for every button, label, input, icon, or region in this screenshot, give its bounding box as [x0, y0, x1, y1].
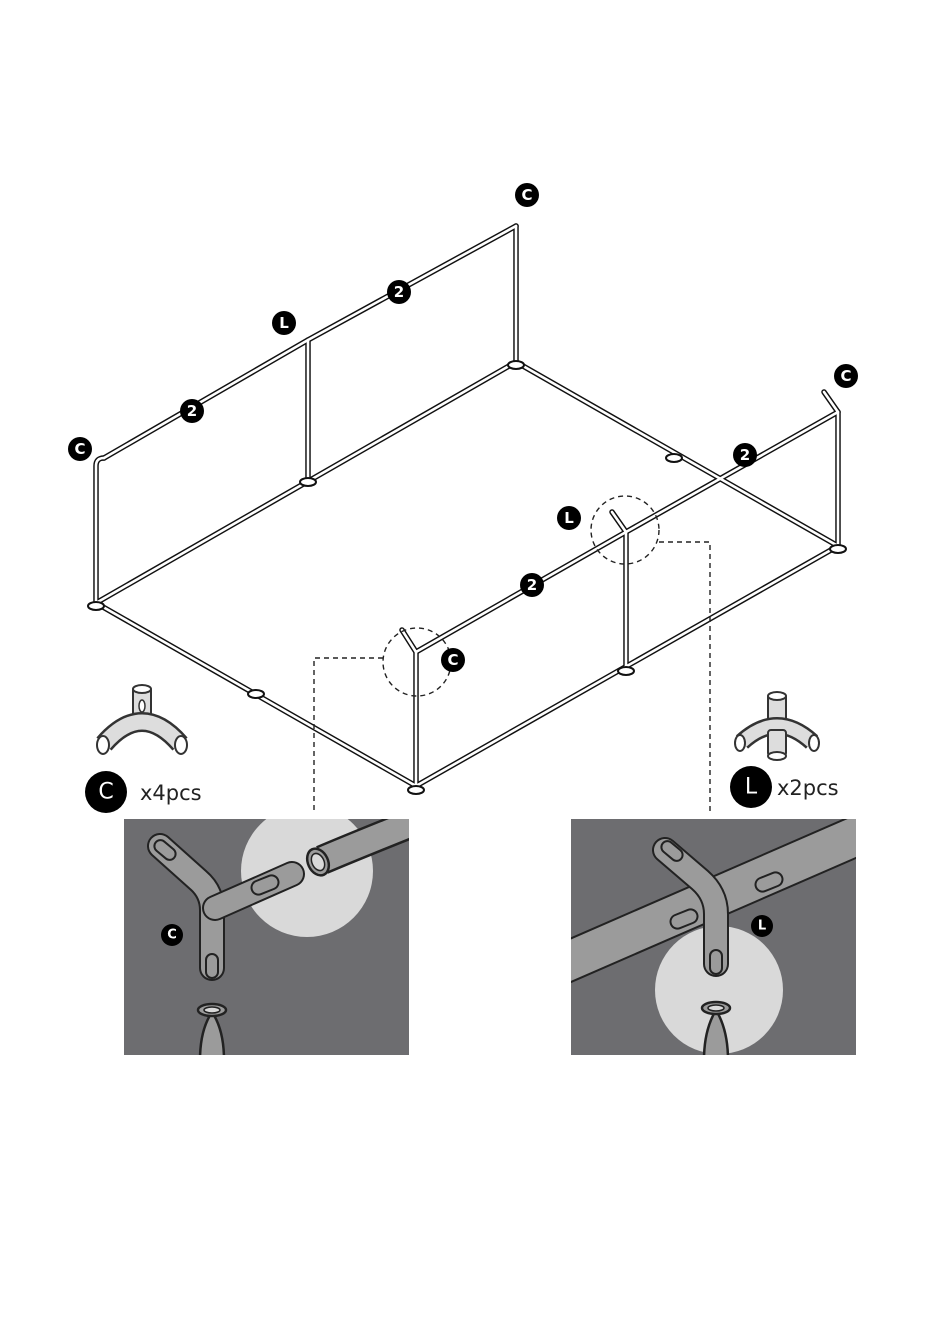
- svg-text:C: C: [74, 440, 85, 458]
- badge-2-top-right: 2: [387, 280, 411, 304]
- badge-c-top: C: [515, 183, 539, 207]
- frame-tube-inner-0: [96, 362, 838, 786]
- svg-text:2: 2: [527, 576, 537, 594]
- badge-c-front: C: [441, 648, 465, 672]
- badge-2-top-left: 2: [180, 399, 204, 423]
- legend-corner-badge: C: [85, 771, 127, 813]
- svg-text:C: C: [167, 928, 177, 943]
- svg-text:2: 2: [187, 402, 197, 420]
- frame-tube-8: [402, 630, 416, 786]
- badge-c-right: C: [834, 364, 858, 388]
- detail-tee: L: [560, 819, 870, 1060]
- badge-2-front: 2: [520, 573, 544, 597]
- badge-l-back: L: [272, 311, 296, 335]
- corner-connector-icon: [97, 685, 187, 754]
- frame-feet: [88, 361, 846, 794]
- badge-2-front-right: 2: [733, 443, 757, 467]
- badge-l-front: L: [557, 506, 581, 530]
- legend-corner: C x4pcs: [85, 685, 202, 813]
- svg-text:2: 2: [394, 283, 404, 301]
- legend-tee-count: x2pcs: [777, 776, 839, 800]
- svg-text:L: L: [758, 919, 766, 934]
- svg-text:L: L: [279, 314, 289, 332]
- svg-text:C: C: [447, 651, 458, 669]
- svg-text:C: C: [521, 186, 532, 204]
- svg-text:L: L: [745, 775, 758, 800]
- frame-tube-inner-1: [96, 458, 104, 603]
- svg-text:C: C: [840, 367, 851, 385]
- detail-corner: C: [124, 805, 420, 1060]
- svg-text:2: 2: [740, 446, 750, 464]
- tee-connector-icon: [735, 692, 819, 760]
- legend-corner-count: x4pcs: [140, 781, 202, 805]
- legend-tee-badge: L: [730, 766, 772, 808]
- svg-text:C: C: [98, 780, 113, 805]
- legend-tee: L x2pcs: [730, 692, 839, 808]
- svg-text:L: L: [564, 509, 574, 527]
- frame-tube-0: [96, 362, 838, 786]
- frame-structure: [96, 226, 838, 786]
- badge-c-left: C: [68, 437, 92, 461]
